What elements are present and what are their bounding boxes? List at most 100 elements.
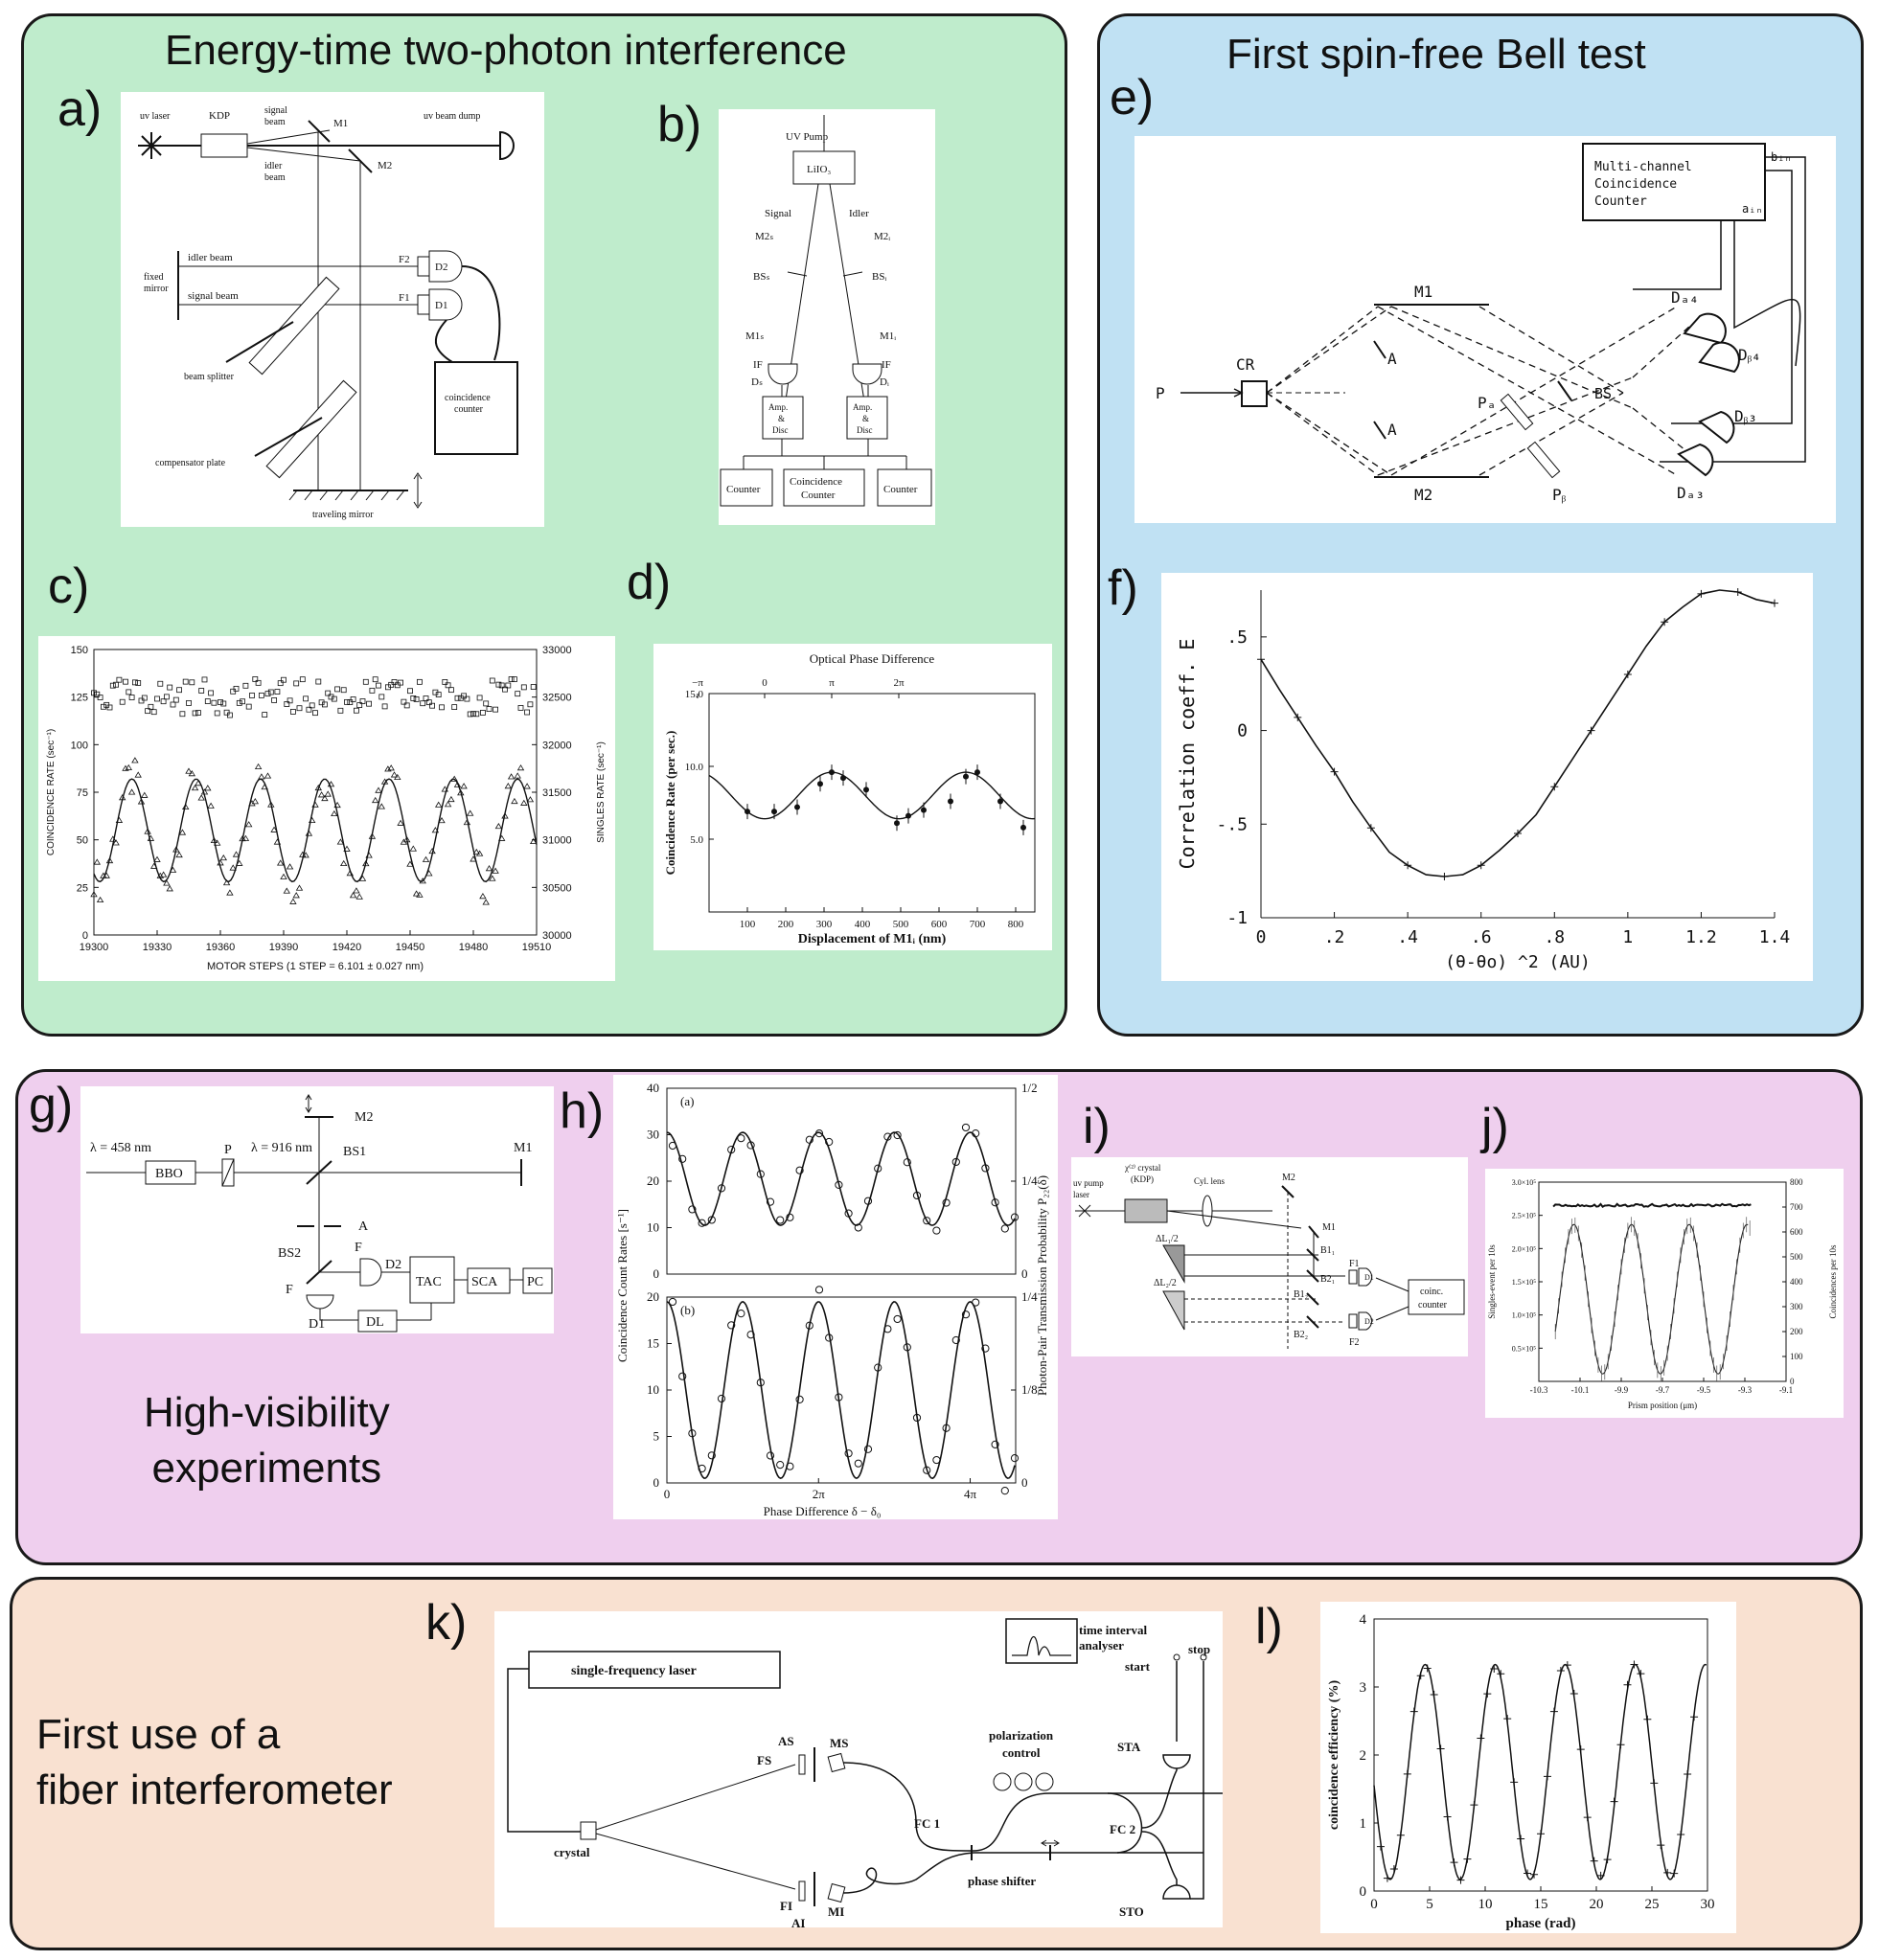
- coincidence-point: [244, 821, 253, 828]
- x-tick-label: 19510: [522, 942, 552, 953]
- x-tick-label: .6: [1471, 927, 1492, 947]
- uv-pump-label-i: uv pump: [1073, 1178, 1104, 1188]
- amp-disc-label-i: Disc: [857, 425, 873, 435]
- singles-point: [464, 695, 470, 702]
- y-tick-label: 0: [653, 1475, 660, 1490]
- fit-curve: [666, 1131, 1016, 1226]
- data-point: [794, 804, 800, 810]
- singles-point: [281, 676, 286, 683]
- x-axis-label: phase (rad): [1506, 1916, 1576, 1931]
- coincidence-point: [125, 763, 133, 770]
- coincidence-counter-label: coincidence: [445, 393, 491, 403]
- f2-label: F2: [399, 254, 410, 265]
- amp-disc-s: [762, 396, 804, 440]
- y-tick-label: -.5: [1216, 814, 1248, 834]
- singles-point: [398, 679, 404, 686]
- compensator-plate: [265, 379, 357, 479]
- coincidence-point: [331, 809, 338, 817]
- y2-axis-label: Photon-Pair Transmission Probability P₂₂…: [1035, 1175, 1049, 1396]
- data-point: [795, 1166, 804, 1174]
- data-point: [1416, 1672, 1425, 1680]
- crystal-label: LiIO₃: [807, 164, 831, 175]
- tac-box: [409, 1256, 455, 1304]
- coincidence-point: [406, 860, 414, 867]
- coincidence-point: [526, 796, 535, 803]
- coincidence-point: [144, 828, 151, 834]
- data-point: [1436, 1744, 1445, 1753]
- dl-label: DL: [366, 1315, 384, 1330]
- coincidence-point: [229, 864, 237, 871]
- section-title-bell-test: First spin-free Bell test: [1226, 31, 1646, 78]
- y2-tick-label: 31000: [542, 835, 572, 847]
- x-tick-label: 700: [970, 919, 986, 930]
- singles-point: [454, 695, 461, 701]
- coincidence-point: [207, 802, 215, 809]
- singles-point: [524, 709, 531, 716]
- singles-point: [148, 703, 154, 710]
- singles-point: [211, 699, 218, 706]
- y-tick-label: 0: [653, 1266, 660, 1281]
- singles-point: [486, 706, 493, 713]
- x-tick-label: 1: [1622, 927, 1633, 947]
- singles-point: [498, 682, 505, 689]
- data-point: [1590, 1857, 1598, 1865]
- data-point: [746, 1141, 755, 1150]
- data-point: [688, 1429, 697, 1438]
- tia-label: time interval: [1079, 1623, 1148, 1637]
- subplot-label: (a): [680, 1094, 694, 1108]
- subplot-frame: [666, 1087, 1017, 1275]
- singles-point: [189, 679, 195, 686]
- panel-i-diagram: uv pump laser χ⁽²⁾ crystal (KDP) Cyl. le…: [1071, 1157, 1468, 1356]
- singles-point: [502, 686, 508, 693]
- label-h: h): [560, 1083, 605, 1139]
- singles-point: [344, 698, 350, 705]
- singles-point: [176, 687, 183, 694]
- singles-point: [236, 699, 242, 706]
- x-tick-label: 19300: [80, 942, 109, 953]
- coincidence-point: [258, 773, 265, 780]
- singles-point: [505, 682, 512, 689]
- x-tick-label: 100: [740, 919, 756, 930]
- singles-point: [186, 699, 192, 706]
- singles-point: [350, 696, 356, 702]
- y-tick-label: 2.0×10⁵: [1512, 1244, 1537, 1253]
- counter-s: [720, 468, 773, 507]
- y-tick-label: 125: [71, 693, 88, 704]
- single-frequency-laser: [528, 1651, 781, 1689]
- y-tick-label: 15: [647, 1336, 659, 1351]
- coincidence-point: [489, 875, 496, 881]
- coincidence-point: [299, 851, 307, 857]
- coincidence-counter-b: [783, 468, 865, 507]
- singles-point: [138, 697, 145, 704]
- data-point: [668, 1141, 677, 1151]
- coincidence-point: [397, 819, 404, 826]
- x-axis-label: Displacement of M1ᵢ (nm): [798, 932, 947, 946]
- singles-point: [145, 708, 150, 715]
- coincidence-point: [149, 862, 158, 869]
- singles-point: [293, 680, 300, 687]
- data-point: [1477, 861, 1485, 870]
- data-point: [948, 798, 953, 805]
- data-point: [1697, 589, 1706, 598]
- x-tick-label: 400: [855, 919, 871, 930]
- y2-tick-label: 30500: [542, 882, 572, 894]
- coincidence-point: [394, 773, 401, 780]
- coincidence-label-b: Coincidence: [790, 476, 842, 488]
- coincidence-point: [232, 851, 241, 857]
- x-tick-label: 19360: [206, 942, 236, 953]
- data-point: [1524, 1869, 1532, 1878]
- label-c: c): [48, 558, 90, 614]
- singles-point: [362, 678, 369, 685]
- y2-tick-label: 1/8: [1021, 1382, 1038, 1397]
- beam-splitter-label: beam splitter: [184, 372, 235, 382]
- prism-2: [1162, 1290, 1185, 1331]
- coincidence-point: [197, 794, 205, 801]
- data-point: [903, 1343, 911, 1352]
- x-axis-label: Phase Difference δ − δ₀: [764, 1504, 882, 1518]
- laser-icon: [1075, 1204, 1094, 1218]
- x-tick-label: 19420: [332, 942, 362, 953]
- coincidence-point: [261, 783, 268, 790]
- data-point: [1443, 1812, 1452, 1821]
- amp-disc-label-s: Disc: [772, 425, 789, 435]
- data-point: [1576, 1745, 1585, 1754]
